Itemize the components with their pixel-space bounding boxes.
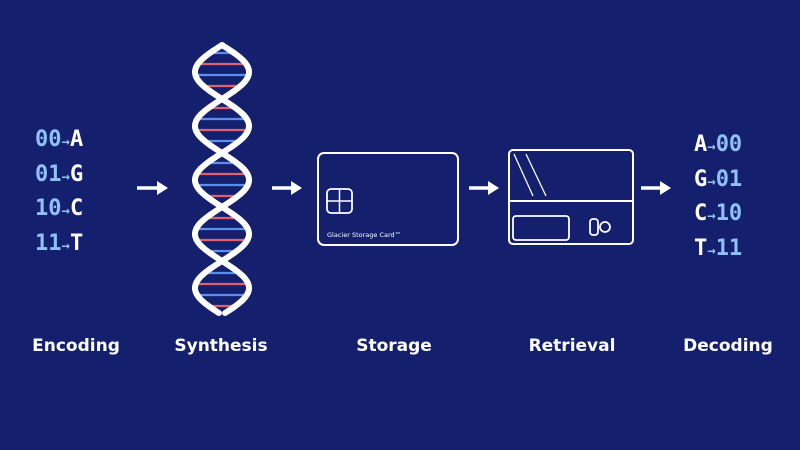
decoding-row: G→01 bbox=[694, 164, 742, 199]
base-letter: T bbox=[69, 230, 84, 256]
bits-value: 01 bbox=[35, 161, 62, 187]
mapping-arrow-icon: → bbox=[61, 134, 70, 150]
dna-helix-icon bbox=[192, 42, 252, 316]
card-reader-icon bbox=[508, 149, 634, 245]
bits-value: 10 bbox=[715, 201, 743, 226]
bits-value: 00 bbox=[715, 132, 743, 157]
bits-value: 10 bbox=[35, 196, 62, 221]
mapping-arrow-icon: → bbox=[707, 208, 716, 224]
mapping-arrow-icon: → bbox=[61, 168, 70, 185]
mapping-arrow-icon: → bbox=[61, 203, 70, 219]
base-letter: G bbox=[69, 161, 84, 187]
base-letter: C bbox=[694, 201, 708, 226]
mapping-arrow-icon: → bbox=[61, 237, 70, 254]
bits-value: 01 bbox=[715, 166, 743, 192]
slot-window bbox=[512, 215, 570, 241]
mapping-arrow-icon: → bbox=[707, 173, 716, 190]
stage-label-synthesis: Synthesis bbox=[174, 336, 268, 356]
indicator-light bbox=[589, 218, 599, 236]
stage-label-decoding: Decoding bbox=[683, 336, 773, 356]
base-letter: A bbox=[694, 132, 708, 157]
base-letter: A bbox=[69, 127, 84, 152]
decoding-row: T→11 bbox=[694, 233, 742, 268]
encoding-row: 11→T bbox=[35, 228, 83, 263]
power-button-icon bbox=[599, 221, 611, 233]
stage-label-encoding: Encoding bbox=[32, 336, 120, 356]
encoding-row: 00→A bbox=[35, 124, 83, 159]
base-letter: G bbox=[694, 166, 708, 192]
bits-value: 11 bbox=[35, 230, 62, 256]
arrow-right-icon bbox=[272, 181, 302, 195]
bits-value: 11 bbox=[715, 235, 743, 261]
mapping-arrow-icon: → bbox=[707, 139, 716, 155]
stage-label-storage: Storage bbox=[356, 336, 432, 356]
bits-value: 00 bbox=[35, 127, 62, 152]
decoding-row: A→00 bbox=[694, 129, 742, 164]
mapping-arrow-icon: → bbox=[707, 242, 716, 259]
arrow-right-icon bbox=[469, 181, 499, 195]
base-letter: C bbox=[69, 196, 84, 221]
decoding-row: C→10 bbox=[694, 198, 742, 233]
arrow-right-icon bbox=[641, 181, 671, 195]
stage-label-retrieval: Retrieval bbox=[528, 336, 616, 356]
base-letter: T bbox=[694, 235, 708, 261]
decoding-table: A→00 G→01 C→10 T→11 bbox=[694, 129, 742, 267]
chip-icon bbox=[326, 188, 353, 214]
storage-card-icon: Glacier Storage Card™ bbox=[317, 152, 459, 246]
encoding-table: 00→A 01→G 10→C 11→T bbox=[35, 124, 83, 262]
encoding-row: 01→G bbox=[35, 159, 83, 194]
encoding-row: 10→C bbox=[35, 193, 83, 228]
card-label: Glacier Storage Card™ bbox=[327, 231, 401, 239]
arrow-right-icon bbox=[137, 181, 168, 195]
